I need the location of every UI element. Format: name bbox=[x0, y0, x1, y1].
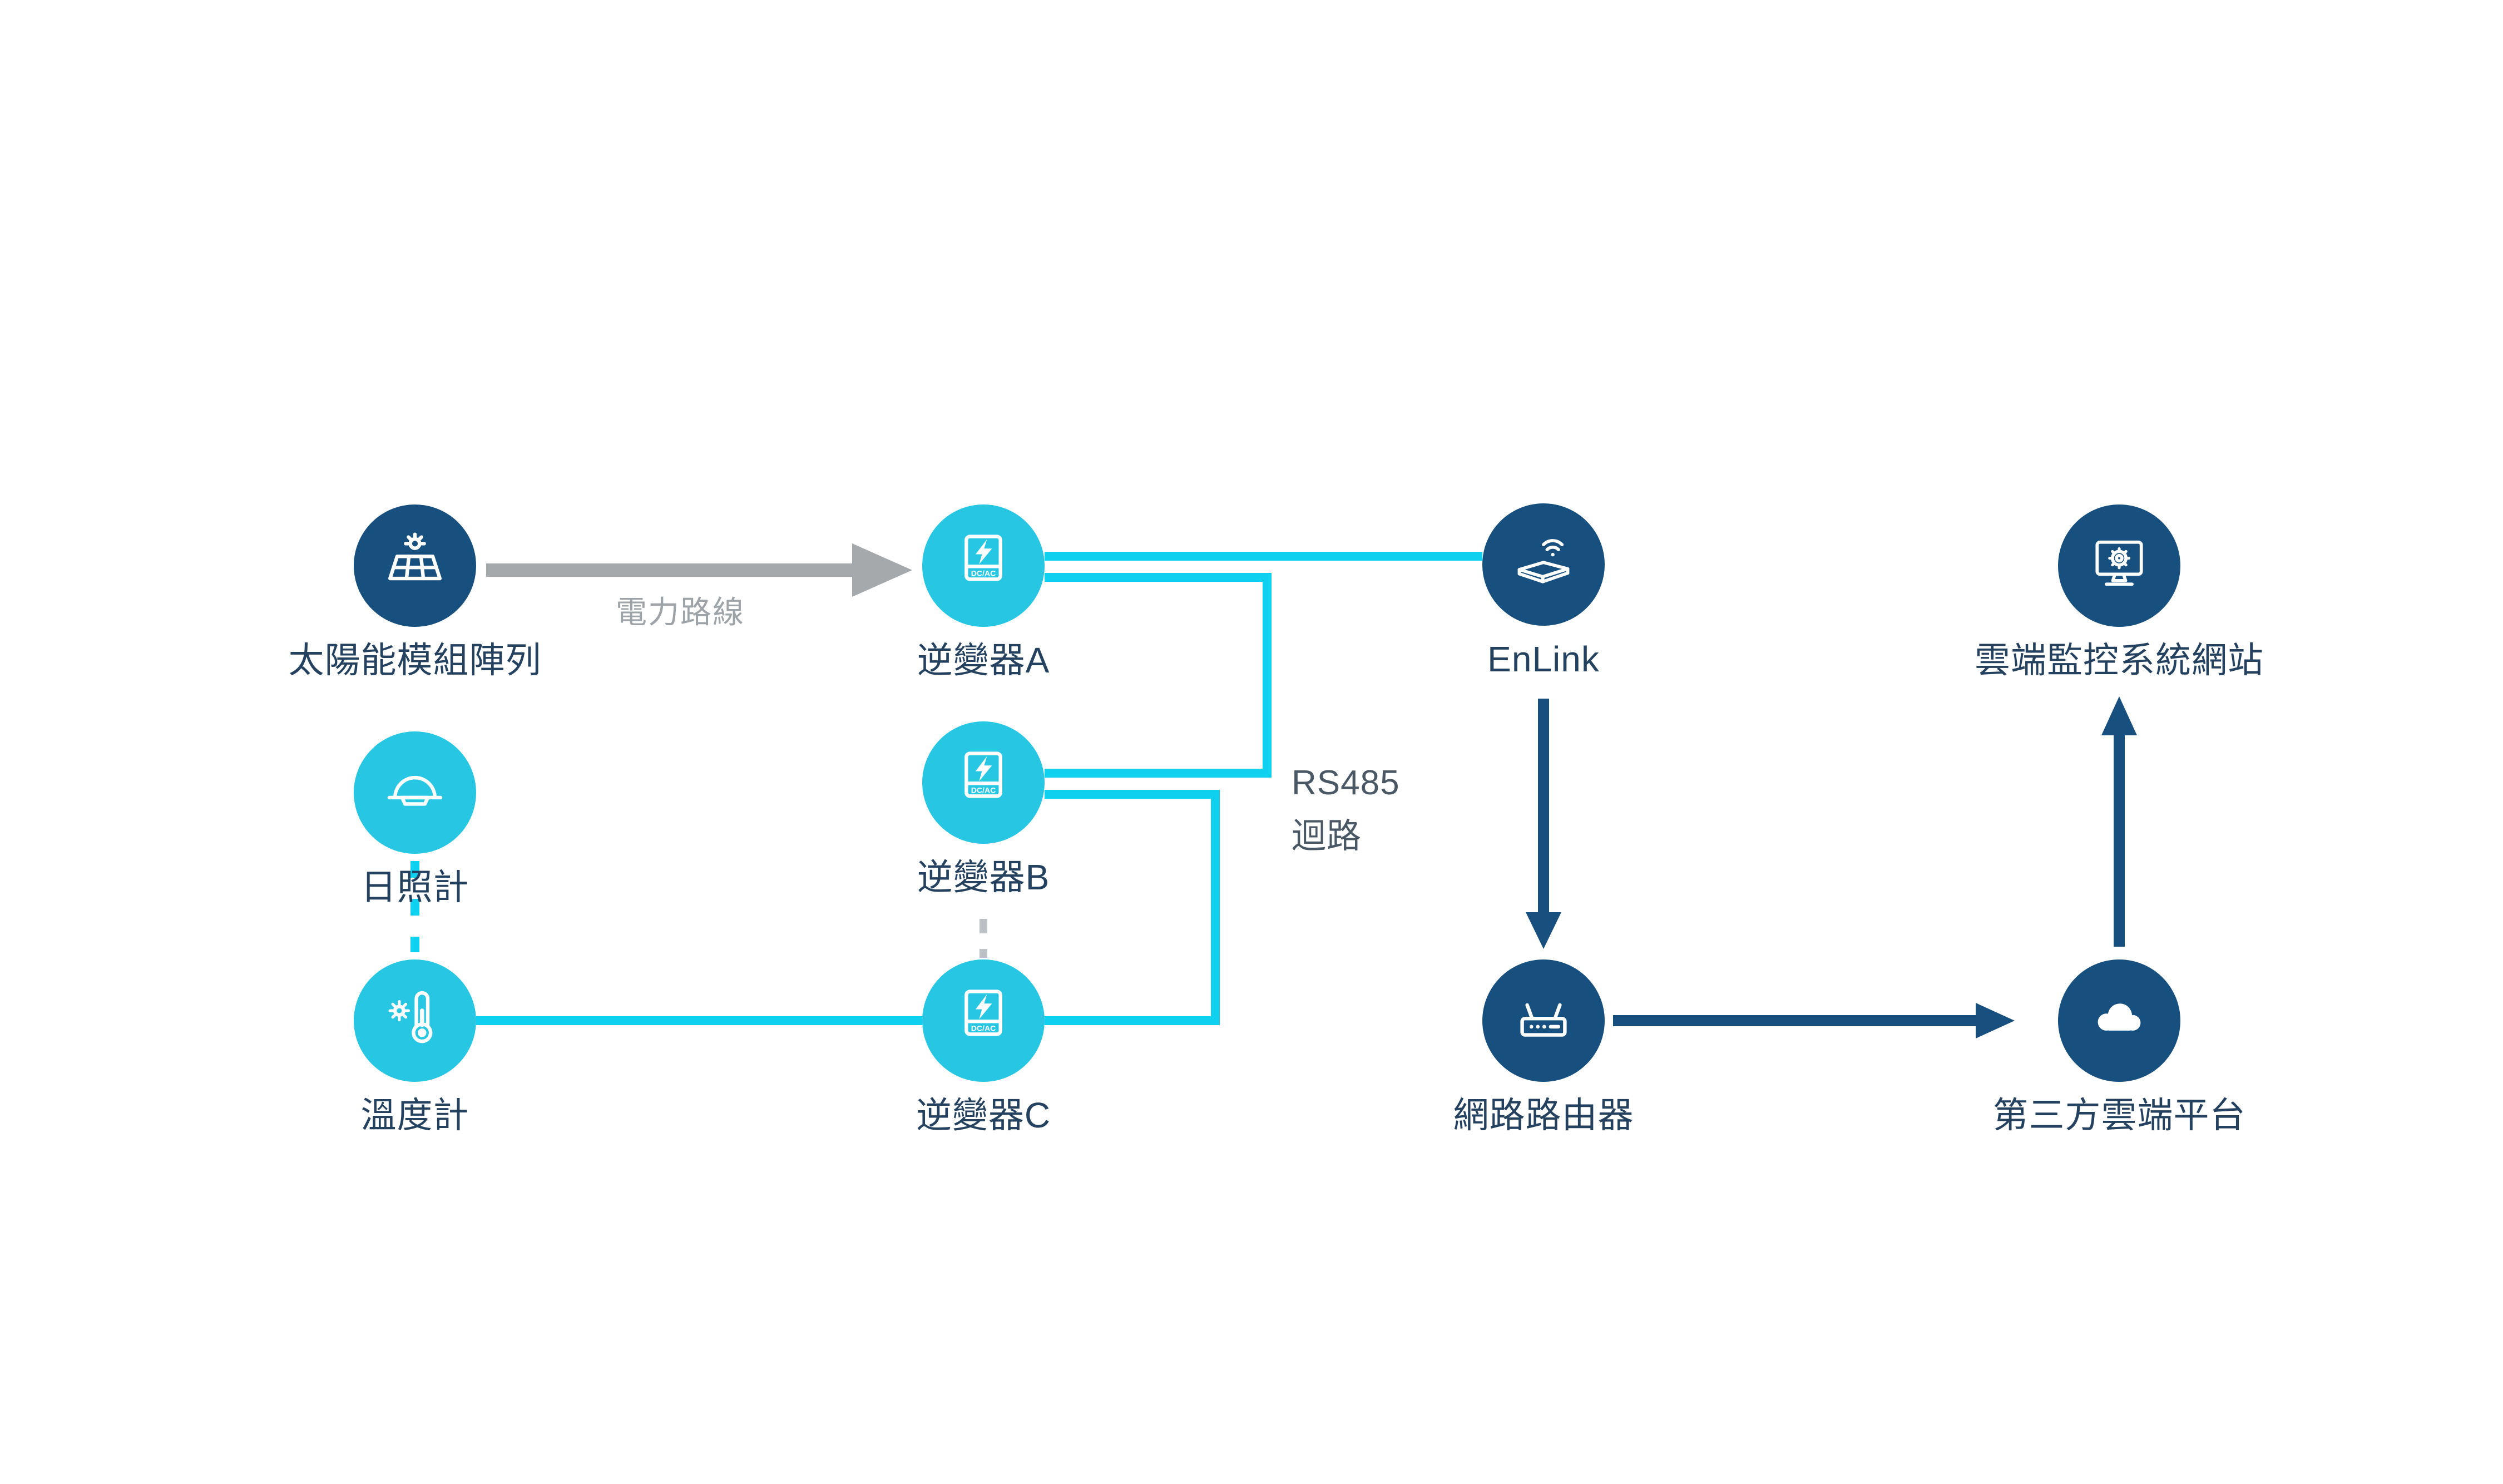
enlink-gateway-icon bbox=[1517, 539, 1570, 583]
inverter-icon: DC/AC bbox=[964, 990, 1002, 1036]
edge-solar-to-inverterA bbox=[486, 543, 912, 597]
cloud-icon bbox=[2098, 1003, 2141, 1031]
edge-router-to-cloud bbox=[1613, 1003, 2015, 1038]
node-inverter-c: DC/AC bbox=[922, 959, 1045, 1082]
inverter-dcac-text: DC/AC bbox=[971, 569, 996, 578]
node-third-party-cloud bbox=[2058, 959, 2180, 1082]
label-inverter-a: 逆變器A bbox=[917, 640, 1050, 680]
label-inverter-b: 逆變器B bbox=[917, 857, 1050, 897]
label-power-line: 電力路線 bbox=[616, 595, 745, 630]
inverter-dcac-text: DC/AC bbox=[971, 1024, 996, 1033]
label-cloud-monitoring-site: 雲端監控系統網站 bbox=[1975, 640, 2264, 680]
pyranometer-icon bbox=[387, 776, 443, 806]
label-pyranometer: 日照計 bbox=[360, 867, 469, 907]
edge-enlink-to-router bbox=[1526, 699, 1561, 949]
inverter-dcac-text: DC/AC bbox=[971, 786, 996, 795]
router-cloud-arrow-head bbox=[1976, 1003, 2015, 1038]
label-solar-array: 太陽能模組陣列 bbox=[288, 640, 542, 680]
inverter-icon: DC/AC bbox=[964, 535, 1002, 581]
solar-panel-icon bbox=[388, 532, 442, 581]
edge-cloud-to-monitoring bbox=[2101, 696, 2137, 947]
node-router bbox=[1482, 959, 1605, 1082]
node-cloud-monitoring-site bbox=[2058, 504, 2180, 627]
power-arrow-head bbox=[852, 543, 912, 597]
label-enlink: EnLink bbox=[1487, 639, 1600, 679]
inverter-icon: DC/AC bbox=[964, 751, 1002, 798]
label-third-party-cloud: 第三方雲端平台 bbox=[1992, 1095, 2246, 1135]
label-rs485-line2: 迴路 bbox=[1292, 817, 1362, 856]
label-rs485: RS485 迴路 bbox=[1292, 756, 1400, 863]
edge-inverterA-to-inverterB bbox=[1045, 573, 1272, 778]
label-router: 網路路由器 bbox=[1453, 1095, 1634, 1135]
thermometer-icon bbox=[388, 991, 433, 1043]
node-pyranometer bbox=[354, 731, 476, 854]
node-thermometer bbox=[354, 959, 476, 1082]
node-solar-array bbox=[354, 504, 476, 627]
cloud-monitoring-arrow-head bbox=[2101, 696, 2137, 735]
enlink-router-arrow-head bbox=[1526, 912, 1561, 949]
node-enlink bbox=[1482, 503, 1605, 626]
edge-inverterB-to-inverterC bbox=[1045, 790, 1220, 1025]
node-inverter-a: DC/AC bbox=[922, 504, 1045, 627]
monitor-gear-icon bbox=[2095, 540, 2143, 586]
label-rs485-line1: RS485 bbox=[1292, 764, 1400, 802]
label-thermometer: 溫度計 bbox=[360, 1095, 469, 1135]
node-inverter-b: DC/AC bbox=[922, 721, 1045, 844]
router-icon bbox=[1520, 1003, 1567, 1037]
label-inverter-c: 逆變器C bbox=[916, 1095, 1051, 1135]
